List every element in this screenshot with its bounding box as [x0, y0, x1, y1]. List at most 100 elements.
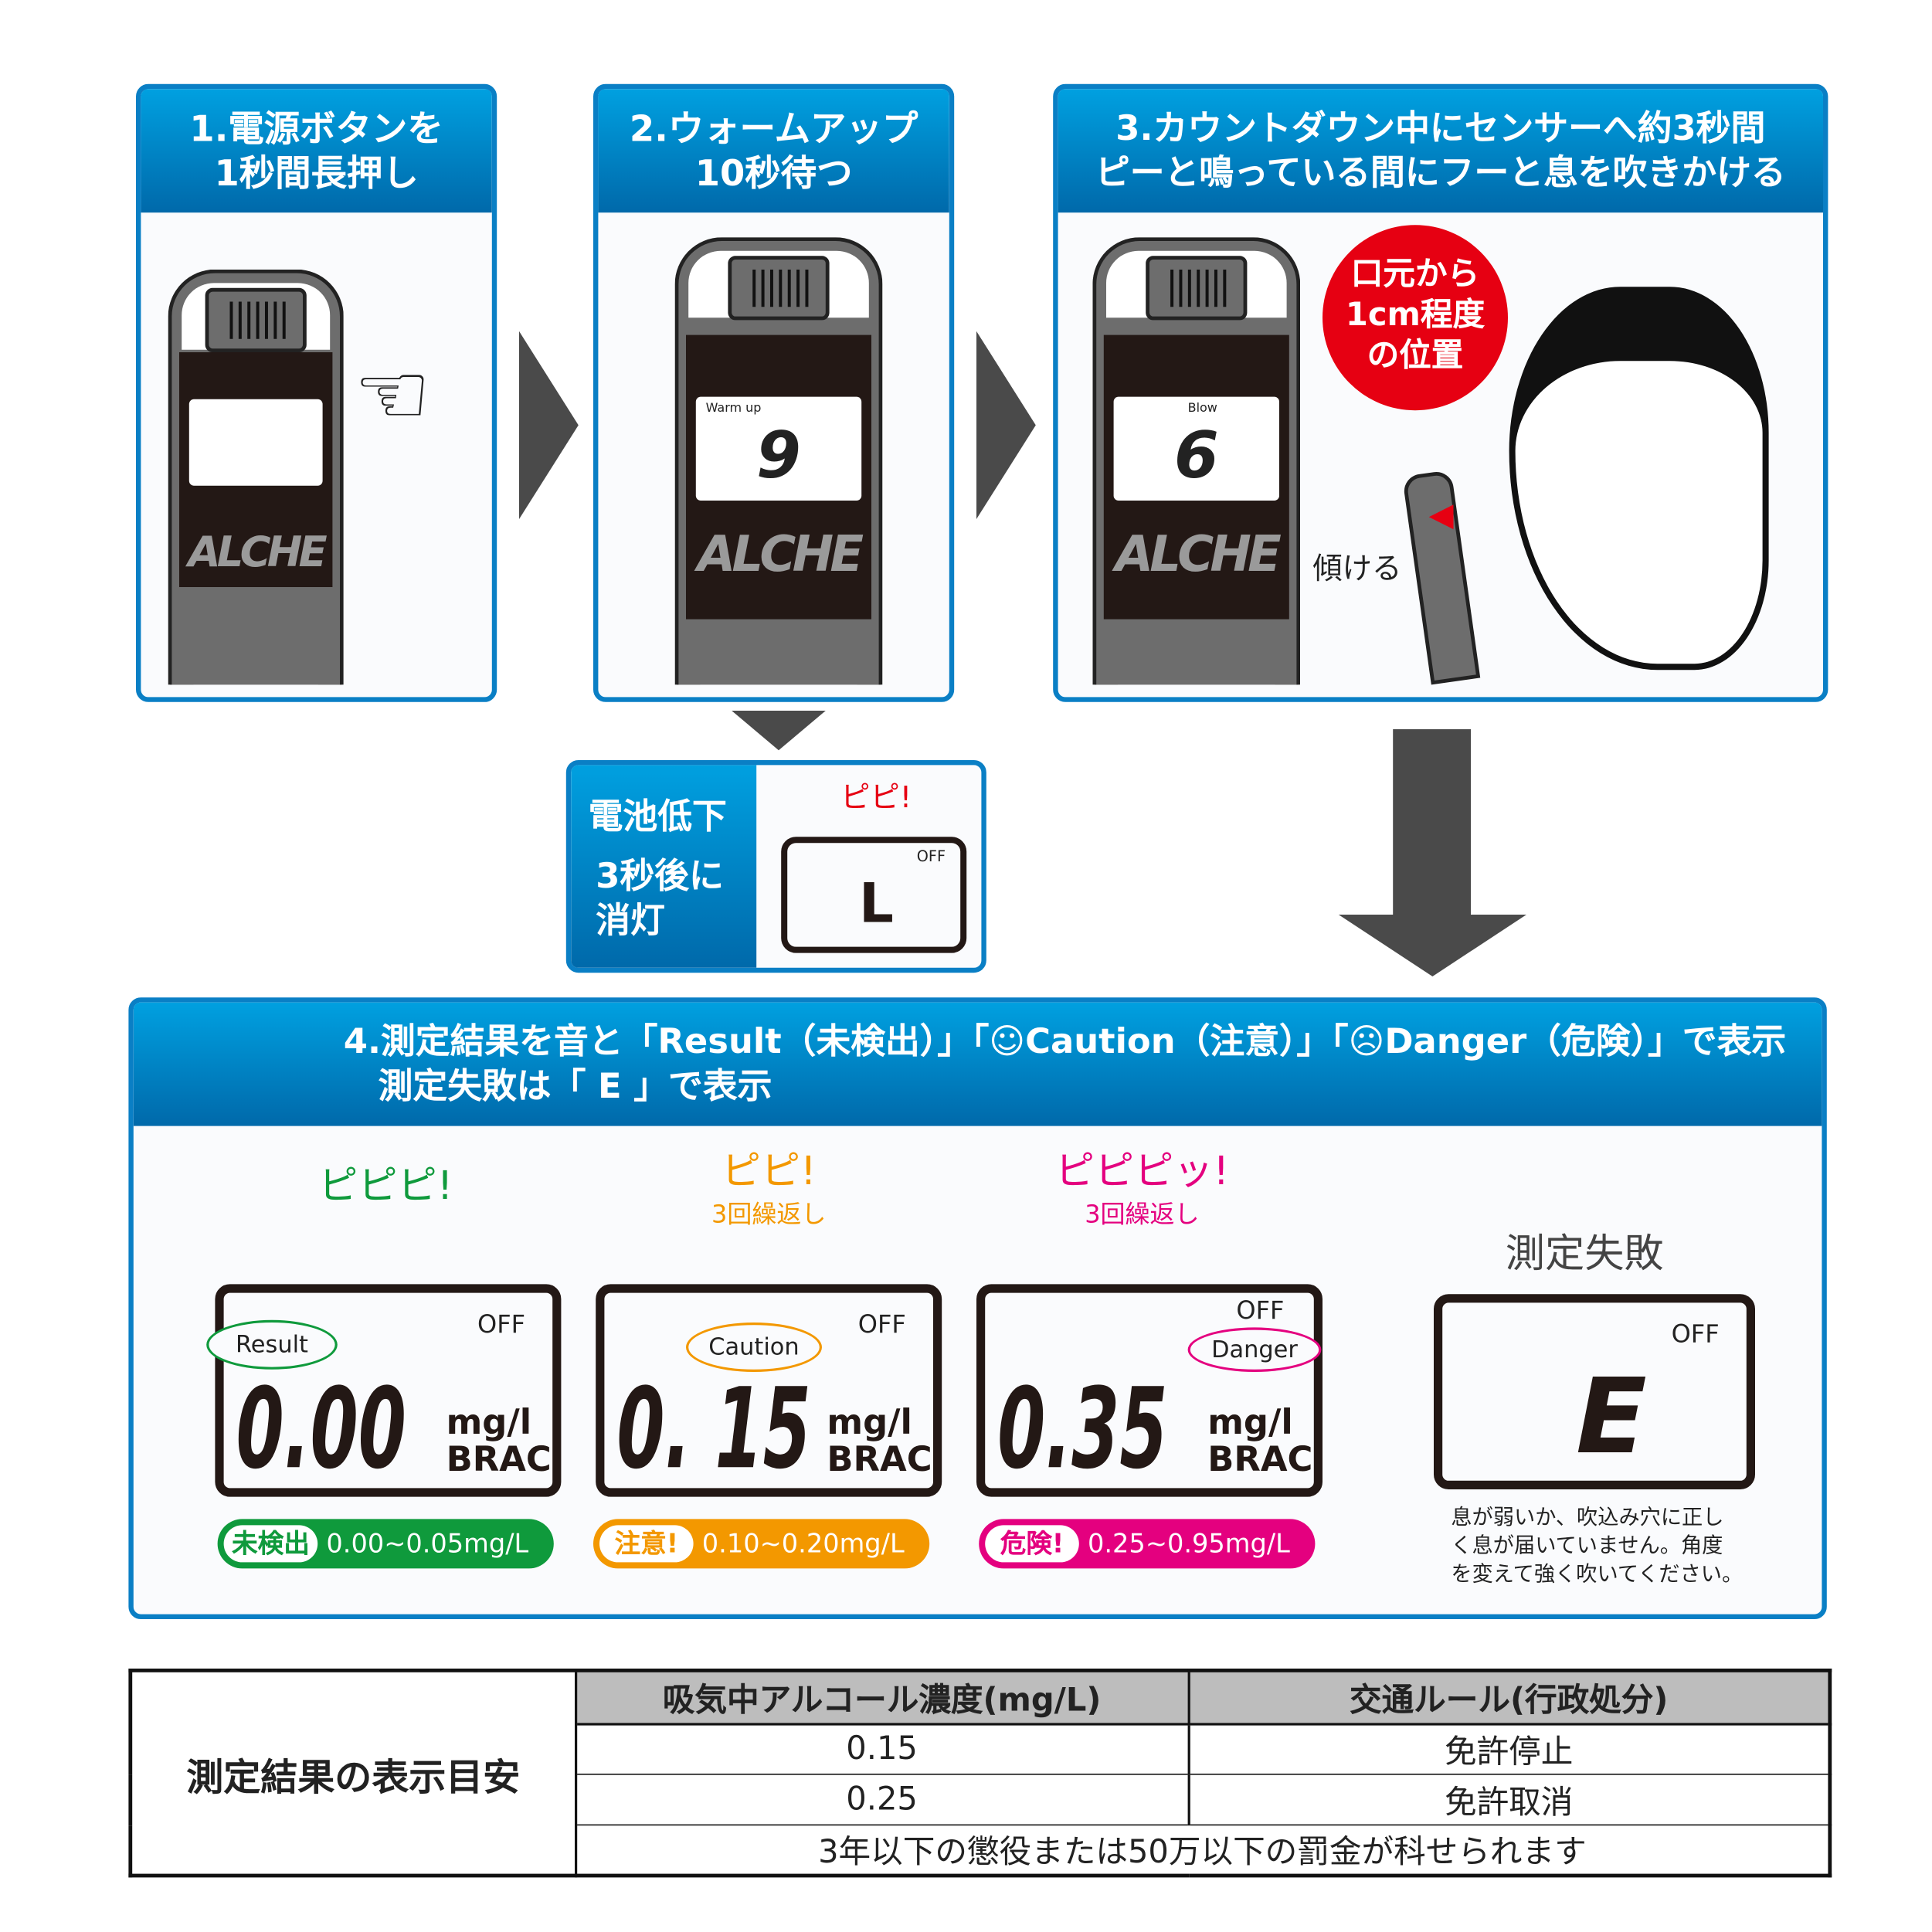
range-tag: 未検出: [223, 1525, 318, 1563]
unit-text: mg/l: [1207, 1401, 1293, 1443]
off-indicator: OFF: [477, 1309, 525, 1339]
range-text: 0.00~0.05mg/L: [326, 1529, 529, 1559]
danger-face-icon: ☹: [1348, 1020, 1385, 1062]
table-cell: 0.25: [575, 1774, 1190, 1826]
danger-value: 0.35: [997, 1364, 1168, 1495]
lcd-digit: L: [859, 872, 894, 936]
failure-note: 息が弱いか、吹込み穴に正しく息が届いていません。角度を変えて強く吹いてください。: [1451, 1504, 1743, 1589]
arrow-down-icon: [732, 711, 826, 751]
table-cell: 0.15: [575, 1723, 1190, 1775]
step-2-title-2: 10秒待つ: [694, 151, 853, 195]
note-line: 息が弱いか、吹込み穴に正し: [1451, 1505, 1724, 1530]
battery-desc: 3秒後に: [596, 855, 724, 896]
step-1-title: 1.電源ボタンを: [189, 107, 443, 150]
sensor-grill-icon: |||||||: [728, 256, 830, 321]
screen-digit: 9: [756, 419, 801, 494]
arrow-down-head-icon: [1338, 915, 1526, 976]
off-indicator: OFF: [1236, 1295, 1285, 1326]
caution-label: Caution: [686, 1323, 822, 1372]
bubble-text: の位置: [1367, 337, 1464, 375]
sensor-grill-icon: |||||||: [205, 287, 307, 352]
step-1-title-2: 1秒間長押し: [214, 151, 419, 195]
beep-text: ピピピ!: [318, 1162, 453, 1209]
caution-value: 0. 15: [616, 1364, 811, 1495]
arrow-right-icon: [519, 331, 579, 519]
table-cell: 免許取消: [1188, 1774, 1830, 1826]
title-part: Danger（危険）」で表示: [1384, 1020, 1787, 1062]
failure-title: 測定失敗: [1505, 1230, 1664, 1277]
device-logo: ALCHE: [697, 526, 864, 584]
range-tag: 注意!: [599, 1525, 694, 1563]
screen-digit: 6: [1173, 419, 1219, 494]
bubble-text: 1cm程度: [1345, 297, 1486, 334]
step-2-title: 2.ウォームアップ: [629, 107, 918, 150]
title-part: Caution（注意）」「: [1025, 1020, 1349, 1062]
battery-lcd: OFF L: [781, 837, 967, 953]
table-footer: 3年以下の懲役または50万以下の罰金が科せられます: [818, 1834, 1587, 1872]
step-3-title: 3.カウントダウン中にセンサーへ約3秒間: [1115, 107, 1766, 148]
caution-face-icon: ☺: [989, 1020, 1026, 1062]
failure-lcd: OFF E: [1434, 1294, 1755, 1489]
battery-desc: 消灯: [596, 899, 665, 941]
result-value: 0.00: [236, 1364, 406, 1495]
failure-digit: E: [1576, 1356, 1647, 1477]
pointing-hand-icon: ☜: [353, 343, 432, 445]
bubble-text: 口元から: [1350, 256, 1480, 294]
person-profile-icon: [1509, 287, 1769, 671]
device-illustration: ||||||| ALCHE: [168, 269, 344, 685]
range-pill: 危険! 0.25~0.95mg/L: [979, 1519, 1316, 1569]
title-part: 4.測定結果を音と「Result（未検出）」「: [343, 1020, 990, 1062]
beep-text: ピピ!: [721, 1146, 817, 1194]
tilt-label: 傾ける: [1312, 551, 1402, 586]
device-logo: ALCHE: [1115, 526, 1282, 584]
table-cell: 免許停止: [1188, 1723, 1830, 1775]
arrow-down-icon: [1393, 729, 1471, 918]
range-text: 0.10~0.20mg/L: [701, 1529, 905, 1559]
table-col-header: 交通ルール(行政処分): [1188, 1670, 1830, 1725]
range-pill: 未検出 0.00~0.05mg/L: [217, 1519, 554, 1569]
step-4-panel: 4.測定結果を音と「Result（未検出）」「☺Caution（注意）」「☹Da…: [128, 997, 1827, 1619]
device-illustration: ||||||| Blow 6 ALCHE: [1092, 237, 1301, 685]
device-logo: ALCHE: [188, 528, 328, 578]
beep-text: ピピ!: [840, 779, 912, 815]
table-col-header: 吸気中アルコール濃度(mg/L): [575, 1670, 1190, 1725]
danger-label: Danger: [1187, 1327, 1322, 1372]
off-indicator: OFF: [1671, 1319, 1720, 1349]
step-4-title-2: 測定失敗は「 E 」で表示: [378, 1065, 772, 1106]
unit-text: mg/l: [446, 1401, 532, 1443]
range-text: 0.25~0.95mg/L: [1088, 1529, 1290, 1559]
step-3-title-2: ピーと鳴っている間にフーと息を吹きかける: [1095, 151, 1786, 193]
beep-text: ピピピッ!: [1054, 1146, 1230, 1194]
repeat-text: 3回繰返し: [1085, 1199, 1200, 1229]
arrow-right-icon: [976, 331, 1036, 519]
screen-label: Warm up: [705, 402, 762, 416]
note-line: を変えて強く吹いてください。: [1451, 1562, 1744, 1587]
table-row-header: 測定結果の表示目安: [130, 1670, 577, 1876]
sensor-grill-icon: |||||||: [1146, 256, 1248, 321]
range-pill: 注意!0.10~0.20mg/L: [593, 1519, 930, 1569]
device-illustration: ||||||| Warm up 9 ALCHE: [674, 237, 883, 685]
blow-arrow-icon: ◀: [1428, 497, 1454, 535]
off-indicator: OFF: [916, 847, 946, 865]
battery-title: 電池低下: [588, 796, 727, 837]
screen-label: Blow: [1187, 402, 1217, 416]
unit-text: mg/l: [827, 1401, 912, 1443]
unit-text: BRAC: [827, 1438, 932, 1480]
note-line: く息が届いていません。角度: [1451, 1533, 1723, 1559]
range-tag: 危険!: [985, 1525, 1079, 1563]
table-row: 3年以下の懲役または50万以下の罰金が科せられます: [131, 1825, 1830, 1876]
unit-text: BRAC: [1207, 1438, 1313, 1480]
step-4-title: 4.測定結果を音と「Result（未検出）」「☺Caution（注意）」「☹Da…: [344, 1020, 1822, 1064]
